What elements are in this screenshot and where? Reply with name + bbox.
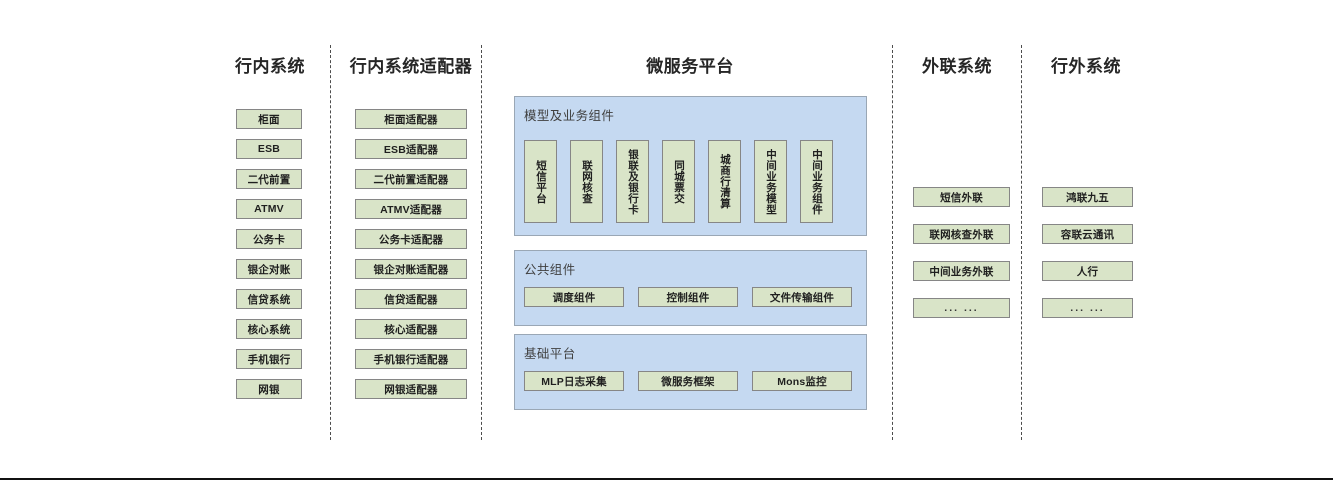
node-in-bank-system[interactable]: 二代前置 xyxy=(236,169,302,189)
column-title-in-bank-adapters: 行内系统适配器 xyxy=(349,57,473,76)
node-outside-bank-system[interactable]: 人行 xyxy=(1042,261,1133,281)
node-in-bank-adapter[interactable]: 柜面适配器 xyxy=(355,109,467,129)
node-external-link-system-more[interactable]: ... ... xyxy=(913,298,1010,318)
column-title-in-bank-systems: 行内系统 xyxy=(235,57,305,76)
node-outside-bank-system-more[interactable]: ... ... xyxy=(1042,298,1133,318)
node-external-link-system[interactable]: 中间业务外联 xyxy=(913,261,1010,281)
node-in-bank-adapter[interactable]: 网银适配器 xyxy=(355,379,467,399)
node-in-bank-adapter[interactable]: ESB适配器 xyxy=(355,139,467,159)
page-bottom-rule xyxy=(0,478,1333,480)
node-model-component-label: 中间业务模型 xyxy=(765,148,777,215)
panel-label-model-business-components: 模型及业务组件 xyxy=(524,109,615,123)
node-public-component[interactable]: 控制组件 xyxy=(638,287,738,307)
node-external-link-system[interactable]: 联网核查外联 xyxy=(913,224,1010,244)
node-in-bank-system[interactable]: 银企对账 xyxy=(236,259,302,279)
node-in-bank-adapter[interactable]: 核心适配器 xyxy=(355,319,467,339)
node-in-bank-adapter[interactable]: 银企对账适配器 xyxy=(355,259,467,279)
node-base-platform-component[interactable]: MLP日志采集 xyxy=(524,371,624,391)
node-model-component-label: 城商行清算 xyxy=(719,154,731,209)
node-model-component[interactable]: 联网核查 xyxy=(570,140,603,223)
node-base-platform-component[interactable]: Mons监控 xyxy=(752,371,852,391)
node-in-bank-adapter[interactable]: 二代前置适配器 xyxy=(355,169,467,189)
panel-label-base-platform: 基础平台 xyxy=(524,347,576,361)
node-in-bank-system[interactable]: 核心系统 xyxy=(236,319,302,339)
divider-3 xyxy=(892,45,893,440)
node-outside-bank-system[interactable]: 容联云通讯 xyxy=(1042,224,1133,244)
node-base-platform-component[interactable]: 微服务框架 xyxy=(638,371,738,391)
panel-label-public-components: 公共组件 xyxy=(524,263,576,277)
column-title-external-link-systems: 外联系统 xyxy=(922,57,992,76)
node-model-component[interactable]: 短信平台 xyxy=(524,140,557,223)
node-in-bank-system[interactable]: ATMV xyxy=(236,199,302,219)
node-in-bank-system[interactable]: 手机银行 xyxy=(236,349,302,369)
node-model-component[interactable]: 同城票交 xyxy=(662,140,695,223)
node-in-bank-system[interactable]: 公务卡 xyxy=(236,229,302,249)
divider-4 xyxy=(1021,45,1022,440)
node-in-bank-system[interactable]: ESB xyxy=(236,139,302,159)
node-model-component[interactable]: 银联及银行卡 xyxy=(616,140,649,223)
node-in-bank-adapter[interactable]: ATMV适配器 xyxy=(355,199,467,219)
node-external-link-system[interactable]: 短信外联 xyxy=(913,187,1010,207)
divider-2 xyxy=(481,45,482,440)
node-model-component-label: 短信平台 xyxy=(535,159,547,204)
node-in-bank-system[interactable]: 信贷系统 xyxy=(236,289,302,309)
node-model-component-label: 同城票交 xyxy=(673,159,685,204)
node-public-component[interactable]: 调度组件 xyxy=(524,287,624,307)
node-model-component[interactable]: 中间业务模型 xyxy=(754,140,787,223)
divider-1 xyxy=(330,45,331,440)
node-in-bank-system[interactable]: 柜面 xyxy=(236,109,302,129)
node-model-component-label: 银联及银行卡 xyxy=(627,148,639,215)
column-title-microservice-platform: 微服务平台 xyxy=(646,57,734,76)
node-in-bank-adapter[interactable]: 公务卡适配器 xyxy=(355,229,467,249)
node-model-component-label: 中间业务组件 xyxy=(811,148,823,215)
node-model-component-label: 联网核查 xyxy=(581,159,593,204)
column-title-outside-bank-systems: 行外系统 xyxy=(1051,57,1121,76)
node-in-bank-adapter[interactable]: 手机银行适配器 xyxy=(355,349,467,369)
node-outside-bank-system[interactable]: 鸿联九五 xyxy=(1042,187,1133,207)
node-public-component[interactable]: 文件传输组件 xyxy=(752,287,852,307)
node-model-component[interactable]: 中间业务组件 xyxy=(800,140,833,223)
node-in-bank-system[interactable]: 网银 xyxy=(236,379,302,399)
node-model-component[interactable]: 城商行清算 xyxy=(708,140,741,223)
node-in-bank-adapter[interactable]: 信贷适配器 xyxy=(355,289,467,309)
